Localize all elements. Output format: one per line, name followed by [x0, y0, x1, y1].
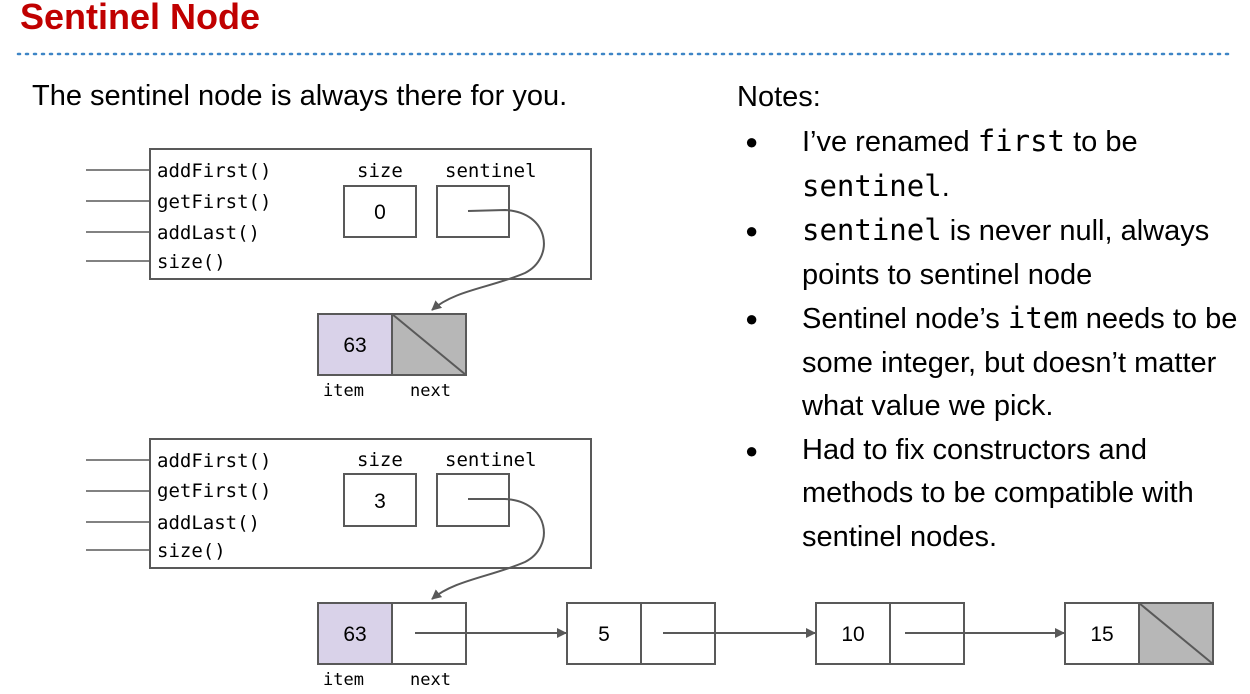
text-span: needs to be some integer, but doesn’t ma… [802, 303, 1238, 422]
note-text-4: Had to fix constructors and methods to b… [802, 434, 1194, 553]
text-span: I’ve renamed [802, 126, 978, 158]
size-field-label: size [357, 160, 403, 182]
text-span: Had to fix constructors and methods to b… [802, 433, 1194, 553]
node-item-box [815, 602, 891, 665]
code-span: sentinel [802, 213, 942, 247]
note-item: ● sentinel is never null, always points t… [745, 209, 1250, 297]
sentinel-field-label: sentinel [445, 160, 537, 182]
page-title: Sentinel Node [20, 0, 261, 37]
bullet-icon: ● [745, 129, 759, 154]
note-text-1: I’ve renamed first to be sentinel. [802, 124, 1138, 203]
text-span: . [941, 170, 950, 203]
method-label: size() [157, 540, 226, 562]
node-item-box [566, 602, 642, 665]
size-field-label: size [357, 449, 403, 471]
size-value: 3 [374, 490, 386, 513]
sentinel-box [436, 185, 510, 238]
size-value: 0 [374, 201, 386, 224]
node-item-value: 10 [841, 623, 864, 646]
next-label: next [410, 381, 451, 401]
bullet-icon: ● [745, 437, 759, 463]
method-label: getFirst() [157, 191, 271, 213]
method-label: addLast() [157, 512, 260, 534]
notes-list: ● I’ve renamed first to be sentinel. ● sen… [745, 120, 1250, 559]
text-span: is never null, always points to sentinel… [802, 215, 1210, 291]
note-text-2: sentinel is never null, always points to… [802, 213, 1210, 291]
notes-label: Notes: [737, 81, 821, 113]
node-item-value: 63 [343, 334, 366, 357]
node-item-value: 5 [598, 623, 610, 646]
next-label: next [410, 670, 451, 690]
note-item: ● Sentinel node’s item needs to be some i… [745, 297, 1250, 429]
note-text-3: Sentinel node’s item needs to be some in… [802, 301, 1238, 422]
sentinel-pointer-arrow [431, 208, 545, 311]
method-label: size() [157, 251, 226, 273]
item-label: item [323, 381, 364, 401]
bullet-icon: ● [745, 306, 759, 331]
size-box [343, 473, 417, 527]
method-label: addFirst() [157, 160, 271, 182]
node-item-value: 15 [1090, 623, 1113, 646]
node-item-box [1064, 602, 1140, 665]
text-span: to be [1065, 126, 1138, 158]
method-label: addLast() [157, 222, 260, 244]
sllist-2: addFirst() getFirst() addLast() size() s… [86, 438, 1214, 690]
method-label: addFirst() [157, 450, 271, 472]
note-item: ● Had to fix constructors and methods to … [745, 429, 1250, 560]
text-span: Sentinel node’s [802, 303, 1008, 335]
code-span: item [1007, 301, 1078, 335]
sentinel-field-label: sentinel [445, 449, 537, 471]
item-label: item [323, 670, 364, 690]
note-item: ● I’ve renamed first to be sentinel. [745, 120, 1250, 209]
node-item-value: 63 [343, 623, 366, 646]
method-label: getFirst() [157, 480, 271, 502]
sentinel-pointer-arrow [431, 498, 545, 600]
subtitle: The sentinel node is always there for yo… [32, 80, 568, 112]
code-span: sentinel [802, 168, 942, 203]
node-item-box [317, 313, 393, 376]
bullet-icon: ● [745, 218, 759, 243]
sllist-1: addFirst() getFirst() addLast() size() s… [86, 148, 592, 401]
size-box [343, 185, 417, 238]
code-span: first [977, 124, 1066, 158]
